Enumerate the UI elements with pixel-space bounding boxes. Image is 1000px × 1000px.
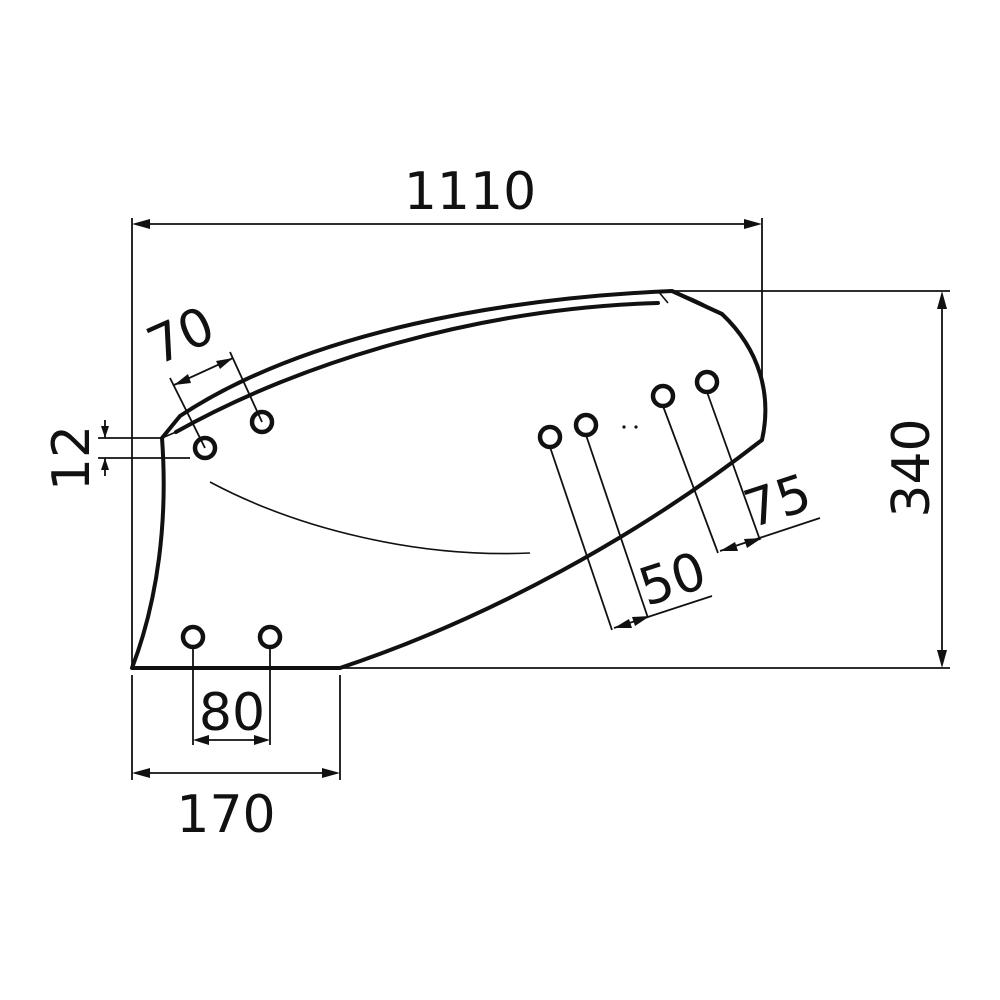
dimension-bottom-hole-spacing: 80 xyxy=(192,647,271,745)
overall-width-label: 1110 xyxy=(404,162,536,222)
hole-right-1 xyxy=(537,424,563,450)
part-body-outline xyxy=(130,289,768,670)
overall-height-label: 340 xyxy=(882,418,942,517)
bottom-edge-width-label: 170 xyxy=(176,785,275,845)
part-outline xyxy=(130,289,768,670)
hole-bottom-left-1 xyxy=(180,624,206,650)
hole-right-2 xyxy=(573,412,599,438)
dimension-top-hole-spacing: 70 xyxy=(139,296,263,449)
dimension-right-hole-spacing-75: 75 xyxy=(662,391,821,554)
holes xyxy=(180,369,720,650)
hole-offset-label: 12 xyxy=(42,425,102,491)
bottom-hole-spacing-label: 80 xyxy=(199,683,265,743)
dimension-bottom-edge-width: 170 xyxy=(131,675,341,845)
dimension-overall-height: 340 xyxy=(340,290,950,669)
tip-bevel-line xyxy=(161,431,177,439)
top-edge-bevel xyxy=(657,290,739,331)
right-hole-spacing-b-label: 75 xyxy=(737,463,818,541)
hole-right-4 xyxy=(694,369,720,395)
top-edge-inner-line xyxy=(174,301,660,434)
dimension-overall-width: 1110 xyxy=(131,162,763,668)
ellipsis-dots xyxy=(622,425,638,429)
hole-bottom-left-2 xyxy=(257,624,283,650)
hole-right-3 xyxy=(650,383,676,409)
dimension-hole-offset: 12 xyxy=(42,420,190,491)
surface-curve xyxy=(209,481,531,555)
top-hole-spacing-label: 70 xyxy=(139,296,224,378)
